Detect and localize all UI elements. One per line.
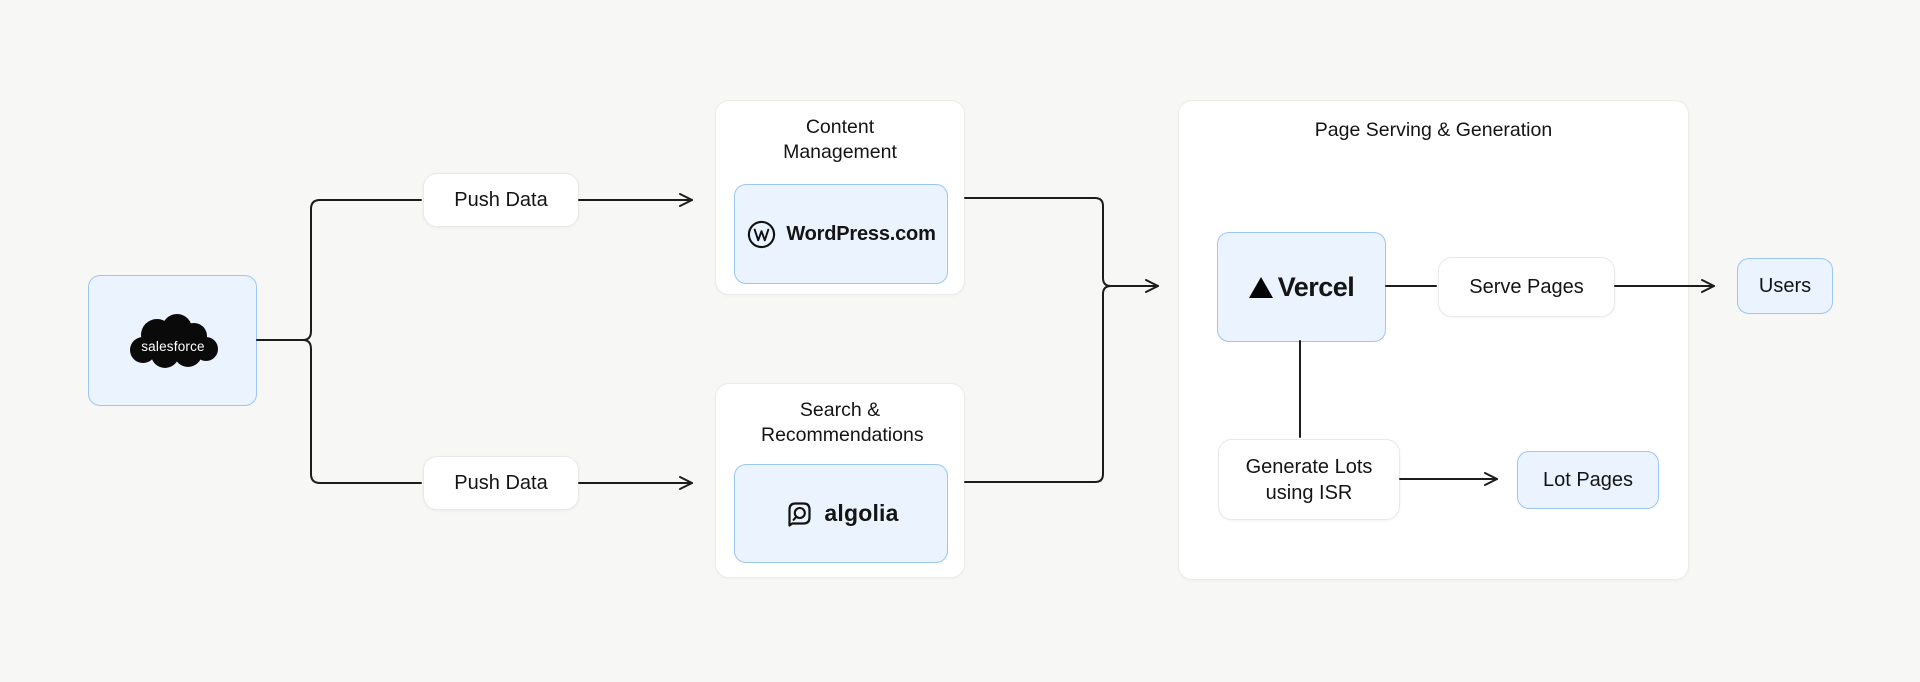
page-serving-title: Page Serving & Generation xyxy=(1314,119,1553,141)
lot-pages-label: Lot Pages xyxy=(1542,468,1634,491)
generate-lots-label: Generate Lots using ISR xyxy=(1245,455,1373,504)
vercel-node: Vercel xyxy=(1217,232,1386,342)
salesforce-cloud-icon: salesforce xyxy=(129,313,218,368)
salesforce-node: salesforce xyxy=(88,275,257,406)
vercel-label: Vercel xyxy=(1277,271,1355,302)
search-recommendations-card: Search & Recommendations algolia xyxy=(715,383,965,578)
connector-search-to-page-serving xyxy=(964,285,1112,483)
content-management-title: Content Management xyxy=(783,116,897,163)
push-data-top-label: Push Data xyxy=(454,189,548,211)
lot-pages-node: Lot Pages xyxy=(1517,451,1659,509)
serve-pages-node: Serve Pages xyxy=(1438,257,1615,317)
page-serving-card: Page Serving & Generation Vercel Serve P… xyxy=(1178,100,1689,580)
push-data-bottom-node: Push Data xyxy=(423,456,579,510)
serve-pages-label: Serve Pages xyxy=(1469,276,1584,298)
algolia-label: algolia xyxy=(824,500,899,526)
push-data-top-node: Push Data xyxy=(423,173,579,227)
connector-salesforce-to-push-data-bottom xyxy=(302,339,422,484)
generate-lots-node: Generate Lots using ISR xyxy=(1218,439,1400,520)
search-recommendations-title: Search & Recommendations xyxy=(761,399,924,446)
content-management-card: Content Management WordPress.com xyxy=(715,100,965,295)
users-label: Users xyxy=(1758,274,1812,297)
salesforce-logo-text: salesforce xyxy=(141,339,205,354)
wordpress-label: WordPress.com xyxy=(786,222,936,245)
vercel-triangle-icon xyxy=(1248,276,1273,298)
push-data-bottom-label: Push Data xyxy=(454,472,548,494)
algolia-node: algolia xyxy=(734,464,948,563)
users-node: Users xyxy=(1737,258,1833,314)
arrow-content-management-to-page-serving xyxy=(964,197,1159,293)
wordpress-icon xyxy=(748,220,776,248)
connector-salesforce-to-push-data-top xyxy=(302,199,422,341)
algolia-icon xyxy=(788,501,811,527)
wordpress-node: WordPress.com xyxy=(734,184,948,284)
